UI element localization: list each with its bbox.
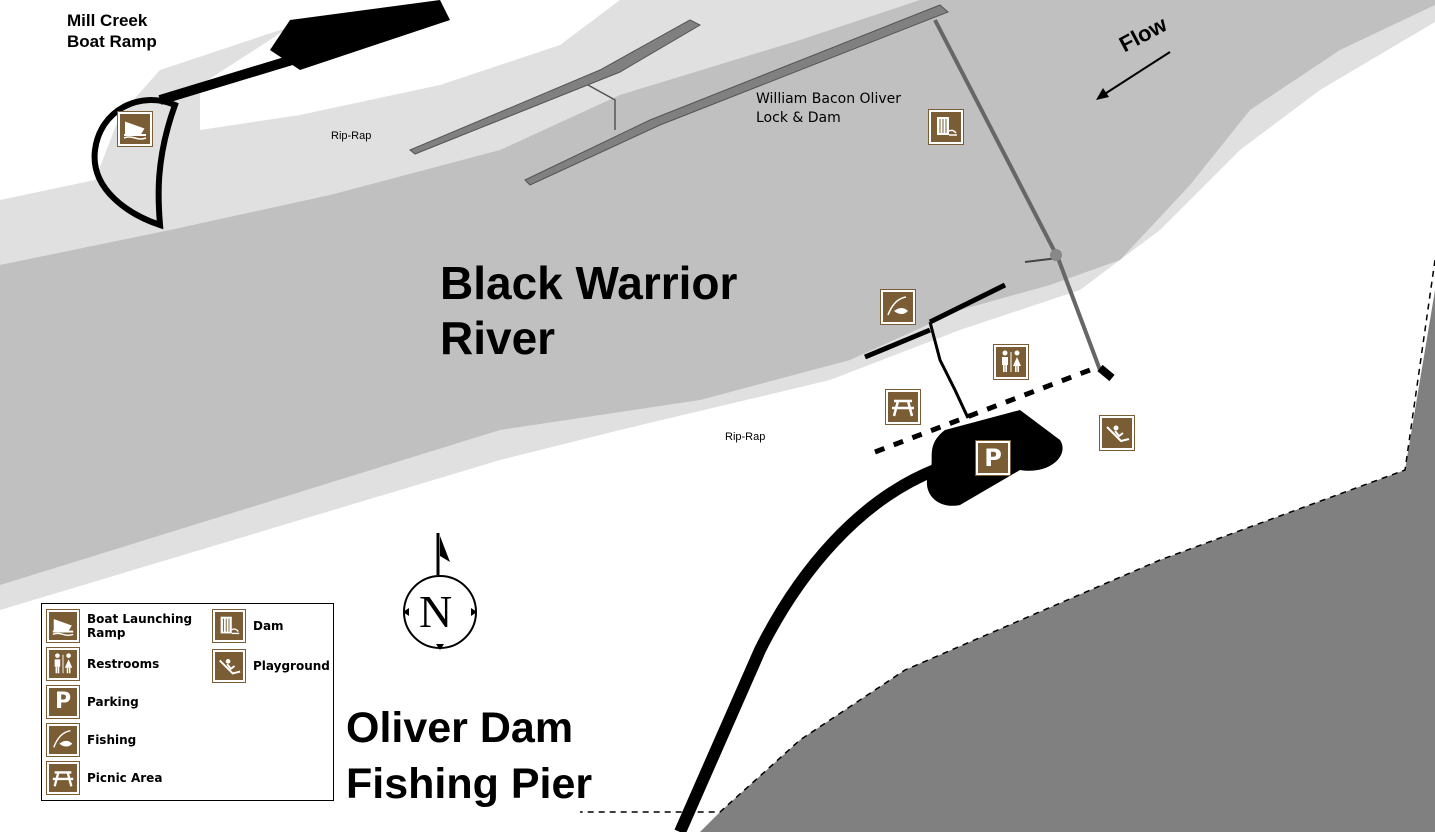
boat-ramp-icon: [117, 111, 153, 147]
boat-ramp-icon: [46, 609, 80, 643]
restrooms-icon: [46, 647, 80, 681]
lock-wall-2: [524, 4, 949, 186]
pier-1: [864, 327, 931, 360]
legend-item-picnic: Picnic Area: [46, 761, 202, 795]
dam-node: [1050, 249, 1062, 261]
river-label: Black Warrior River: [440, 256, 737, 366]
boat-ramp-label: Mill Creek Boat Ramp: [67, 10, 157, 52]
legend-label: Fishing: [87, 732, 137, 747]
lock-line: [587, 84, 616, 130]
legend-item-playground: Playground: [212, 649, 333, 683]
playground-icon: [212, 649, 246, 683]
fishing-icon: [46, 723, 80, 757]
playground-icon: [1099, 415, 1135, 451]
riprap-lower-label: Rip-Rap: [725, 431, 766, 443]
legend-item-dam: Dam: [212, 609, 333, 643]
picnic-icon: [46, 761, 80, 795]
north-symbol: [403, 533, 477, 650]
dam-icon: [928, 109, 964, 145]
legend-item-boat-ramp: Boat Launching Ramp: [46, 609, 202, 643]
legend-label: Parking: [87, 694, 139, 709]
parking-icon: P: [975, 440, 1011, 476]
river-water: [0, 0, 1435, 585]
parking-symbol: P: [984, 444, 1002, 472]
parking-icon: P: [46, 685, 80, 719]
flow-arrowhead: [1096, 88, 1109, 100]
restrooms-icon: [993, 344, 1029, 380]
flow-arrow: [1099, 51, 1171, 98]
dam-label: William Bacon Oliver Lock & Dam: [756, 90, 901, 128]
boat-ramp-label-line2: Boat Ramp: [67, 32, 157, 51]
boat-ramp-label-line1: Mill Creek: [67, 11, 148, 30]
picnic-icon: [885, 389, 921, 425]
dam-end: [1097, 364, 1115, 382]
legend: Boat Launching Ramp Restrooms P Parking …: [41, 603, 334, 801]
dam-label-line1: William Bacon Oliver: [756, 91, 901, 107]
north-label: N: [419, 586, 453, 637]
riprap-upper-label: Rip-Rap: [331, 130, 372, 142]
boundary: [580, 259, 1435, 813]
pier-3: [928, 321, 970, 419]
legend-label: Boat Launching Ramp: [87, 611, 193, 640]
access-road: [674, 464, 938, 832]
dam-label-line2: Lock & Dam: [756, 110, 841, 126]
fishing-icon: [880, 289, 916, 325]
ramp-dock-2: [270, 0, 450, 70]
legend-label: Restrooms: [87, 656, 160, 671]
legend-label: Picnic Area: [87, 770, 163, 785]
map-title-line2: Fishing Pier: [346, 760, 593, 808]
river-label-line1: Black Warrior: [440, 257, 738, 309]
map-title-line1: Oliver Dam: [346, 704, 574, 752]
map-title: Oliver Dam Fishing Pier: [346, 700, 592, 812]
dark-land: [700, 290, 1435, 832]
legend-item-restrooms: Restrooms: [46, 647, 202, 681]
pier-2: [928, 282, 1007, 325]
legend-label: Playground: [253, 658, 330, 673]
legend-label: Dam: [253, 618, 284, 633]
river-label-line2: River: [440, 312, 556, 364]
legend-item-parking: P Parking: [46, 685, 202, 719]
dam-icon: [212, 609, 246, 643]
legend-item-fishing: Fishing: [46, 723, 202, 757]
parking-symbol: P: [54, 689, 72, 714]
lock-wall-1: [409, 19, 702, 155]
ramp-road: [91, 97, 179, 230]
